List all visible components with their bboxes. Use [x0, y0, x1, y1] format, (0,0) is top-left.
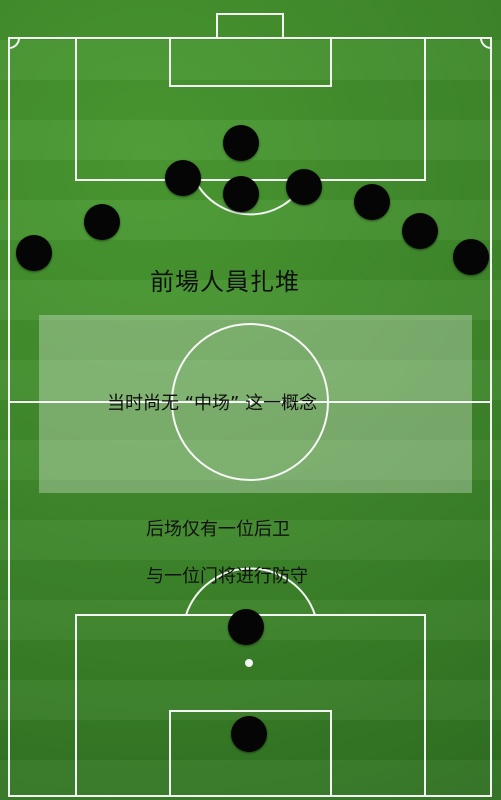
corner-arc-top-right — [480, 37, 492, 49]
top-goal-area — [169, 37, 332, 87]
forward-player — [402, 213, 438, 249]
corner-arc-top-left — [8, 37, 20, 49]
center-circle — [171, 323, 329, 481]
bottom-goal-area — [169, 710, 332, 797]
defense-caption-line2: 与一位门将进行防守 — [146, 566, 308, 587]
bottom-penalty-spot — [245, 659, 253, 667]
top-goal — [216, 13, 284, 39]
forward-player — [84, 204, 120, 240]
forward-player — [453, 239, 489, 275]
defender-player — [228, 609, 264, 645]
forward-player — [165, 160, 201, 196]
midfield-overlay — [39, 315, 472, 493]
defense-caption-line1: 后场仅有一位后卫 — [146, 519, 290, 540]
forward-player — [354, 184, 390, 220]
bottom-penalty-arc — [185, 567, 316, 616]
goalkeeper-player — [231, 716, 267, 752]
forward-player — [286, 169, 322, 205]
forward-player — [223, 176, 259, 212]
forward-player — [223, 125, 259, 161]
top-penalty-area — [75, 37, 426, 181]
no-midfield-caption: 当时尚无 “中场” 这一概念 — [107, 393, 318, 414]
center-spot — [247, 399, 253, 405]
forward-player — [16, 235, 52, 271]
forwards-caption: 前場人員扎堆 — [150, 268, 300, 296]
